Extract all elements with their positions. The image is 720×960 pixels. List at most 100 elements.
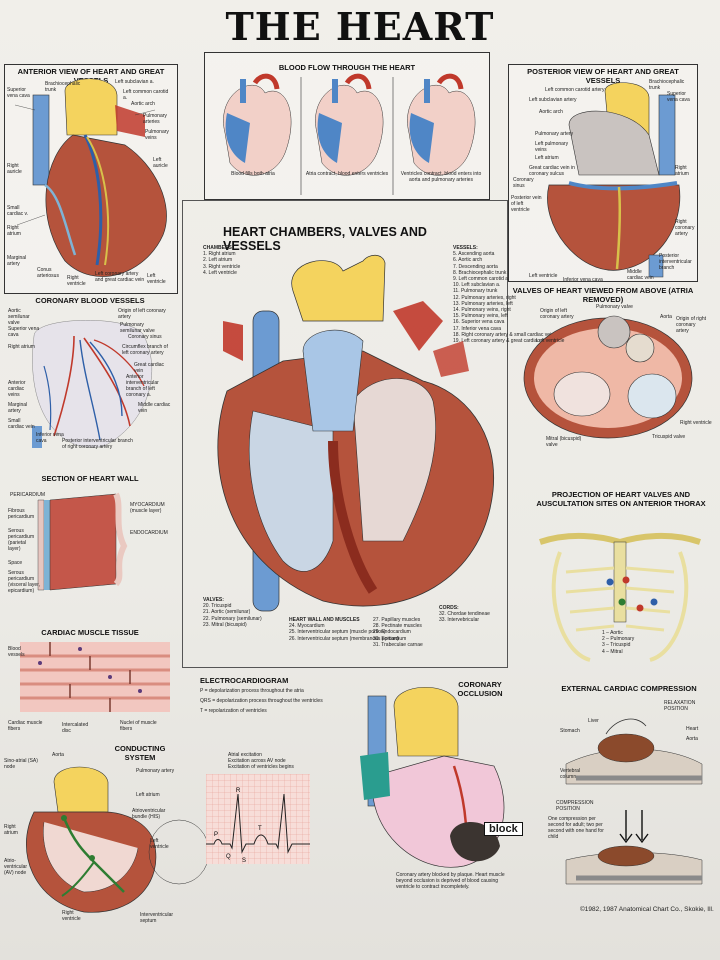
conducting-label: Interventricular septum (140, 912, 174, 924)
wall-item: 30. Epicardium (373, 635, 407, 642)
blood-flow-caption: Ventricles contract, blood enters into a… (400, 171, 482, 183)
wall-legend: HEART WALL AND MUSCLES 24. Myocardium 25… (289, 617, 399, 642)
chamber-item: 1. Right atrium (203, 251, 236, 258)
atria-label: Aorta (660, 314, 672, 320)
ecg-def: P = depolarization process throughout th… (200, 688, 304, 694)
posterior-label: Posterior interventricular branch (659, 253, 692, 271)
posterior-label: Aortic arch (539, 109, 563, 115)
occlusion-caption: Coronary artery blocked by plaque. Heart… (396, 872, 505, 890)
wall-item: 28. Pectinate muscles (373, 623, 422, 630)
anterior-label: Left ventricle (147, 273, 166, 285)
posterior-label: Pulmonary artery (535, 131, 574, 137)
posterior-heart-illustration (547, 82, 681, 278)
atria-label: Tricuspid valve (652, 434, 686, 440)
conducting-label: Left ventricle (150, 838, 169, 850)
thorax-projection (539, 532, 701, 662)
vessel-item: 19. Left coronary artery & great cardiac… (453, 338, 551, 345)
conducting-label: Sino-atrial (SA) node (4, 758, 38, 770)
conducting-label: Aorta (52, 752, 64, 758)
atria-removed-title: VALVES OF HEART VIEWED FROM ABOVE (ATRIA… (512, 286, 694, 304)
conducting-system (26, 766, 210, 913)
ecg-legend: Atrial excitation Excitation across AV n… (228, 752, 294, 771)
wall-item: 26. Interventricular septum (membranous … (289, 635, 399, 642)
chamber-item: 3. Right ventricle (203, 263, 241, 270)
valve-item: 21. Aortic (semilunar) (203, 609, 251, 616)
vessel-item: 5. Ascending aorta (453, 251, 495, 258)
heart-wall-label: ENDOCARDIUM (130, 530, 168, 536)
anterior-view-panel: ANTERIOR VIEW OF HEART AND GREAT VESSELS… (4, 64, 178, 294)
chambers-panel: HEART CHAMBERS, VALVES AND VESSELS CHAMB… (182, 200, 554, 668)
projection-legend-item: 2 – Pulmonary (602, 636, 635, 643)
ecg-legend-item: Excitation across AV node (228, 758, 286, 765)
ecg-wave-label: Q (226, 854, 231, 860)
coronary-label: Aortic semilunar valve (8, 308, 30, 326)
heart-wall-label: Fibrous pericardium (8, 508, 35, 520)
vessel-item: 8. Brachiocephalic trunk (453, 269, 507, 276)
wall-item: 25. Interventricular septum (muscle port… (289, 629, 386, 636)
vessel-item: 9. Left common carotid a. (453, 276, 510, 283)
vessels-heading: VESSELS: (453, 245, 478, 251)
valves-heading: VALVES: (203, 597, 224, 603)
blood-flow-caption: Blood fills both atria (231, 171, 275, 177)
heart-wall-title: SECTION OF HEART WALL (41, 474, 139, 483)
ecg-def: T = repolarization of ventricles (200, 708, 267, 715)
muscle-tissue-title: CARDIAC MUSCLE TISSUE (41, 628, 139, 637)
atria-label: Origin of left coronary artery (540, 308, 574, 320)
heart-wall-label: MYOCARDIUM (muscle layer) (130, 502, 165, 514)
conducting-label: Atrioventricular bundle (HIS) (132, 808, 166, 820)
coronary-label: Anterior cardiac veins (8, 380, 26, 398)
anterior-label: Conus arteriosus (37, 267, 59, 279)
coronary-label: Inferior vena cava (36, 432, 64, 444)
compression-label: Liver (588, 718, 599, 724)
muscle-label: Blood vessels (8, 646, 25, 658)
cords-heading: CORDS: (439, 605, 459, 611)
coronary-vessels-title: CORONARY BLOOD VESSELS (35, 296, 145, 305)
projection-legend: 1 – Aortic 2 – Pulmonary 3 – Tricuspid 4… (602, 630, 634, 655)
posterior-view-panel: POSTERIOR VIEW OF HEART AND GREAT VESSEL… (508, 64, 698, 283)
posterior-label: Left subclavian artery (529, 97, 577, 103)
compression-label: Heart (686, 726, 699, 732)
blood-flow-diagrams (223, 73, 476, 195)
coronary-label: Origin of left coronary artery (118, 308, 166, 320)
chambers-legend: CHAMBERS: 1. Right atrium 2. Left atrium… (203, 245, 240, 276)
vessel-item: 17. Inferior vena cava (453, 325, 502, 332)
poster-title: THE HEART (225, 4, 495, 49)
occlusion-title: CORONARY OCCLUSION (457, 680, 503, 698)
blood-flow-title: BLOOD FLOW THROUGH THE HEART (278, 63, 416, 72)
vessel-item: 10. Left subclavian a. (453, 282, 501, 289)
projection-title: PROJECTION OF HEART VALVES AND AUSCULTAT… (536, 490, 706, 508)
valves-legend: VALVES: 20. Tricuspid 21. Aortic (semilu… (203, 597, 262, 628)
ecg-wave-label: P (214, 832, 218, 838)
ecg-wave-label: R (236, 788, 241, 794)
block-badge: block (484, 822, 523, 836)
muscle-label: Cardiac muscle fibers (8, 720, 43, 732)
vessel-item: 13. Pulmonary arteries, left (453, 300, 513, 307)
posterior-label: Brachiocephalic trunk (649, 79, 685, 91)
heart-wall-section (37, 492, 128, 591)
compression-label: Aorta (686, 736, 698, 742)
anterior-label: Right auricle (7, 163, 22, 175)
cords-legend: CORDS: 32. Chordae tendineae 33. Interve… (439, 605, 490, 624)
valve-item: 23. Mitral (bicuspid) (203, 621, 247, 628)
anterior-label: Small cardiac v. (7, 205, 29, 217)
projection-legend-item: 4 – Mitral (602, 648, 623, 655)
anterior-label: Superior vena cava (7, 87, 30, 99)
posterior-label: Left ventricle (529, 273, 558, 279)
atria-label: Origin of right coronary artery (676, 316, 707, 334)
posterior-label: Middle cardiac vein (627, 269, 654, 281)
conducting-label: Right atrium (4, 824, 18, 836)
cardiac-muscle-tissue (20, 642, 170, 712)
compression-label: Vertebral column (560, 768, 581, 780)
posterior-label: Great cardiac vein in coronary sulcus (529, 165, 575, 177)
valves-from-above (523, 315, 693, 439)
posterior-label: Posterior vein of left ventricle (511, 195, 542, 213)
vessel-item: 14. Pulmonary veins, right (453, 307, 511, 314)
posterior-view-title: POSTERIOR VIEW OF HEART AND GREAT VESSEL… (527, 67, 679, 85)
cord-item: 33. Intervebricular (439, 617, 480, 624)
wall-heading: HEART WALL AND MUSCLES (289, 617, 360, 623)
anterior-label: Left auricle (153, 157, 168, 169)
vessel-item: 15. Pulmonary veins, left (453, 313, 508, 320)
coronary-label: Anterior interventricular branch of left… (126, 374, 159, 398)
ecg-wave-label: S (242, 858, 246, 864)
blood-flow-caption: Atria contract, blood enters ventricles (305, 171, 389, 177)
